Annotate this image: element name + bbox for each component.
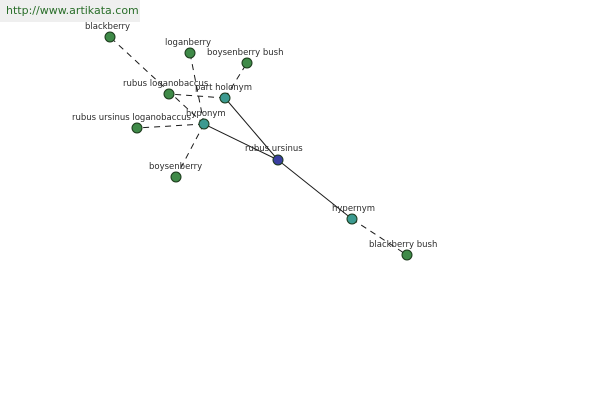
node-marker-boysenberry-bush[interactable] bbox=[241, 57, 253, 69]
edge-hyponym-to-loganberry bbox=[189, 52, 205, 125]
node-hyponym[interactable]: hyponym bbox=[186, 109, 226, 130]
node-hypernym[interactable]: hypernym bbox=[332, 204, 375, 225]
node-label-root: rubus ursinus bbox=[245, 144, 303, 154]
node-boysenberry-bush[interactable]: boysenberry bush bbox=[207, 48, 283, 69]
node-label-blackberry: blackberry bbox=[85, 22, 130, 32]
node-rubus-ursinus-loganobaccus[interactable]: rubus ursinus loganobaccus bbox=[72, 113, 191, 134]
node-blackberry[interactable]: blackberry bbox=[85, 22, 130, 43]
edge-root-to-part-holonym bbox=[224, 97, 279, 161]
node-marker-root[interactable] bbox=[272, 154, 284, 166]
node-label-boysenberry-bush: boysenberry bush bbox=[207, 48, 283, 58]
node-label-loganberry: loganberry bbox=[165, 38, 211, 48]
node-loganberry[interactable]: loganberry bbox=[165, 38, 211, 59]
graph-nodes: rubus ursinus part holonym hyponym hypernym… bbox=[72, 22, 437, 261]
watermark-url: http://www.artikata.com bbox=[0, 0, 140, 22]
node-boysenberry[interactable]: boysenberry bbox=[149, 162, 202, 183]
node-marker-rubus-loganobaccus[interactable] bbox=[163, 88, 175, 100]
node-marker-part-holonym[interactable] bbox=[219, 92, 231, 104]
node-label-boysenberry: boysenberry bbox=[149, 162, 202, 172]
node-label-blackberry-bush: blackberry bush bbox=[369, 240, 437, 250]
node-marker-blackberry[interactable] bbox=[104, 31, 116, 43]
node-label-hyponym: hyponym bbox=[186, 109, 226, 119]
edge-part-holonym-to-rubus-loganobaccus bbox=[168, 93, 226, 99]
edge-hyponym-to-rubus-ursinus-loganobaccus bbox=[136, 123, 205, 129]
node-marker-hypernym[interactable] bbox=[346, 213, 358, 225]
edge-part-holonym-to-boysenberry-bush bbox=[224, 62, 248, 99]
node-marker-boysenberry[interactable] bbox=[170, 171, 182, 183]
node-label-part-holonym: part holonym bbox=[195, 83, 252, 93]
node-marker-blackberry-bush[interactable] bbox=[401, 249, 413, 261]
graph-edges bbox=[109, 36, 408, 256]
edge-root-to-hyponym bbox=[203, 123, 279, 161]
node-label-hypernym: hypernym bbox=[332, 204, 375, 214]
node-label-rubus-ursinus-loganobaccus: rubus ursinus loganobaccus bbox=[72, 113, 191, 123]
node-root[interactable]: rubus ursinus bbox=[245, 144, 303, 166]
node-label-rubus-loganobaccus: rubus loganobaccus bbox=[123, 79, 209, 89]
node-rubus-loganobaccus[interactable]: rubus loganobaccus bbox=[123, 79, 209, 100]
edge-hyponym-to-boysenberry bbox=[175, 123, 205, 178]
node-marker-hyponym[interactable] bbox=[198, 118, 210, 130]
edge-root-to-hypernym bbox=[277, 159, 353, 220]
node-marker-loganberry[interactable] bbox=[184, 47, 196, 59]
node-marker-rubus-ursinus-loganobaccus[interactable] bbox=[131, 122, 143, 134]
node-blackberry-bush[interactable]: blackberry bush bbox=[369, 240, 437, 261]
node-part-holonym[interactable]: part holonym bbox=[195, 83, 252, 104]
